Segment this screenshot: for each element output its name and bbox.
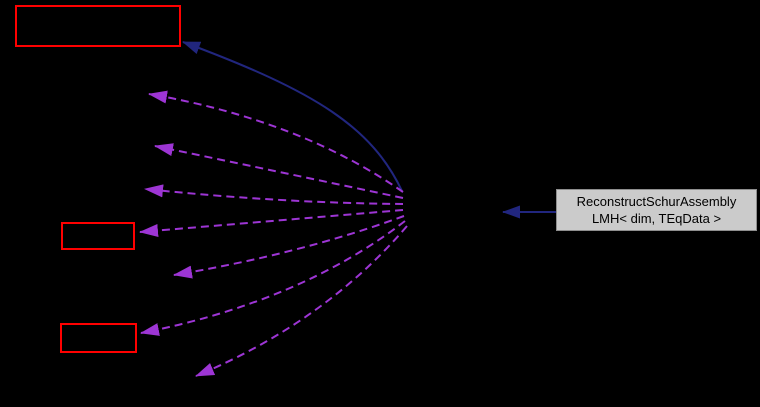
truncated-node-middle[interactable] bbox=[61, 222, 135, 250]
edge-usage-3 bbox=[144, 184, 404, 205]
edge-usage-2 bbox=[154, 143, 404, 199]
edge-inheritance-to-base bbox=[182, 41, 403, 192]
node-reconstructschurassemblylmh[interactable]: ReconstructSchurAssembly LMH< dim, TEqDa… bbox=[556, 189, 757, 231]
node-label-line2: LMH< dim, TEqData > bbox=[591, 211, 722, 226]
edge-usage-7 bbox=[195, 225, 408, 377]
truncated-node-top[interactable] bbox=[15, 5, 181, 47]
truncated-node-bottom[interactable] bbox=[60, 323, 137, 353]
edge-usage-1 bbox=[148, 90, 404, 193]
edge-usage-6 bbox=[140, 220, 406, 336]
edge-usage-4 bbox=[139, 209, 404, 237]
node-label-line1: ReconstructSchurAssembly bbox=[576, 194, 737, 209]
edge-usage-5 bbox=[173, 215, 405, 279]
